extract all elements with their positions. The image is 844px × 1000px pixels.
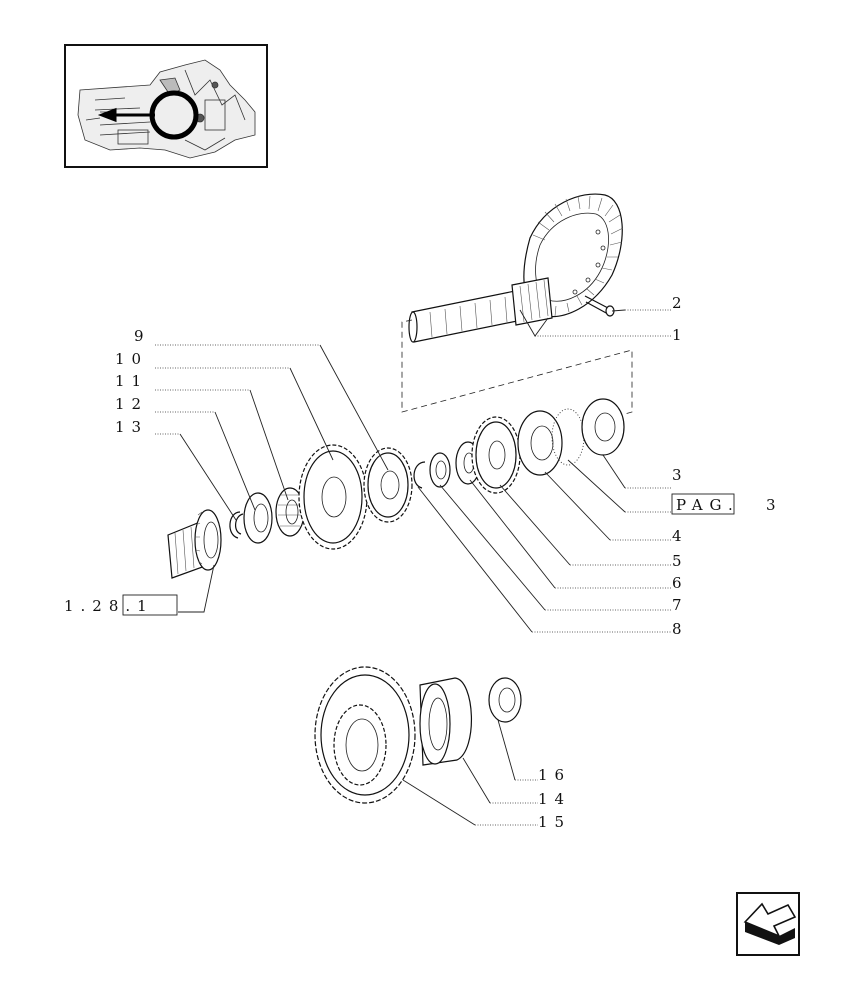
bearing-part-16	[488, 677, 522, 723]
callout-16: 16	[538, 766, 571, 784]
callout-2: 2	[672, 294, 689, 312]
bolt-part-2	[584, 295, 615, 317]
callout-11: 11	[115, 372, 148, 390]
pinion-shaft-part-1	[408, 277, 553, 343]
ref-pag[interactable]: PAG.	[676, 496, 740, 514]
callout-3: 3	[672, 466, 689, 484]
snap-ring-part-13	[229, 511, 244, 539]
gear-part-15	[314, 666, 416, 804]
callout-15: 15	[538, 813, 571, 831]
washer-part-7	[429, 452, 451, 488]
sleeve-part-14	[419, 677, 473, 766]
callout-6: 6	[672, 574, 689, 592]
locator-highlight-circle	[149, 90, 199, 140]
ref-left-box	[122, 594, 178, 616]
locator-arrow	[97, 107, 155, 123]
leader-lines	[155, 309, 672, 826]
ref-left[interactable]: 1.28.1	[64, 597, 154, 615]
locator-thumbnail	[64, 44, 268, 168]
callout-10: 10	[115, 350, 148, 368]
callout-13: 13	[115, 418, 148, 436]
callout-1: 1	[672, 326, 689, 344]
bearing-part-3	[581, 398, 625, 456]
assembly-bracket-dashed	[401, 319, 633, 415]
gear-part-5	[471, 416, 521, 494]
ref-pag-box	[671, 493, 735, 515]
callout-9: 9	[134, 327, 151, 345]
hub-part-11	[275, 487, 305, 537]
callout-8: 8	[672, 620, 689, 638]
gear-part-ref-left	[194, 509, 222, 571]
gear-part-10	[298, 444, 368, 550]
back-navigation-button[interactable]	[736, 892, 800, 956]
callout-14: 14	[538, 790, 571, 808]
bearing-part-12	[243, 492, 273, 544]
snap-ring-part-8	[413, 461, 426, 489]
callout-4: 4	[672, 527, 689, 545]
bearing-part-4	[517, 410, 563, 476]
callout-7: 7	[672, 596, 689, 614]
back-arrow-icon	[743, 902, 797, 945]
callout-5: 5	[672, 552, 689, 570]
ref-pag-number: 3	[766, 496, 783, 514]
callout-12: 12	[115, 395, 148, 413]
gear-part-9	[363, 447, 413, 523]
